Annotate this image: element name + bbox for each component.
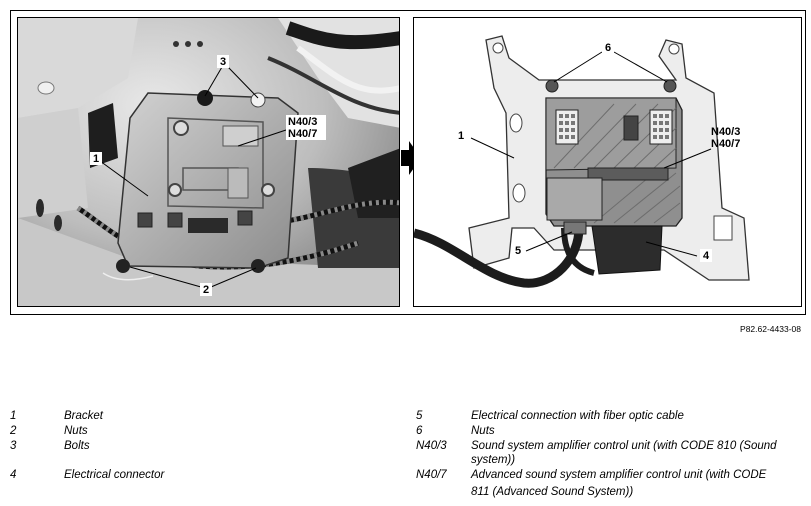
- left-callout-n40-7: N40/7: [288, 128, 317, 140]
- legend-text: Electrical connector: [64, 469, 165, 481]
- legend-text: Bolts: [64, 440, 90, 452]
- installed-photo-drawing: 3 1 2 N40/3 N40/7: [18, 18, 399, 306]
- left-callout-2: 2: [203, 284, 209, 296]
- legend-key: 6: [416, 425, 423, 437]
- legend-key: N40/7: [416, 469, 447, 481]
- photo-panel-installed: 3 1 2 N40/3 N40/7: [17, 17, 400, 307]
- legend-key: 2: [10, 425, 17, 437]
- left-callout-n40-3: N40/3: [288, 116, 317, 128]
- legend-key: N40/3: [416, 440, 447, 452]
- legend-key: 1: [10, 410, 17, 422]
- left-callout-1: 1: [93, 153, 99, 165]
- legend-key: 5: [416, 410, 423, 422]
- arrow-right-icon: [401, 141, 421, 175]
- figure-id: P82.62-4433-08: [740, 324, 801, 334]
- legend-text-cont: 811 (Advanced Sound System)): [471, 486, 634, 498]
- right-callout-n40-7: N40/7: [711, 138, 740, 150]
- right-callout-5: 5: [515, 245, 521, 257]
- right-callout-6: 6: [605, 42, 611, 54]
- left-callout-3: 3: [220, 56, 226, 68]
- legend-key: 3: [10, 440, 17, 452]
- legend-text: Sound system amplifier control unit (wit…: [471, 440, 777, 452]
- legend-text: Nuts: [471, 425, 495, 437]
- legend-text: Bracket: [64, 410, 103, 422]
- legend-text-cont: system)): [471, 454, 516, 466]
- right-callout-4: 4: [703, 250, 710, 262]
- legend-key: 4: [10, 469, 17, 481]
- legend-text: Electrical connection with fiber optic c…: [471, 410, 684, 422]
- legend-text: Nuts: [64, 425, 88, 437]
- amplifier-line-drawing: 6 1 5 4 N40/3 N40/7: [414, 35, 750, 288]
- legend-text: Advanced sound system amplifier control …: [471, 469, 767, 481]
- right-callout-1: 1: [458, 130, 464, 142]
- drawing-panel-amplifier: 6 1 5 4 N40/3 N40/7: [413, 17, 802, 307]
- right-callout-n40-3: N40/3: [711, 126, 740, 138]
